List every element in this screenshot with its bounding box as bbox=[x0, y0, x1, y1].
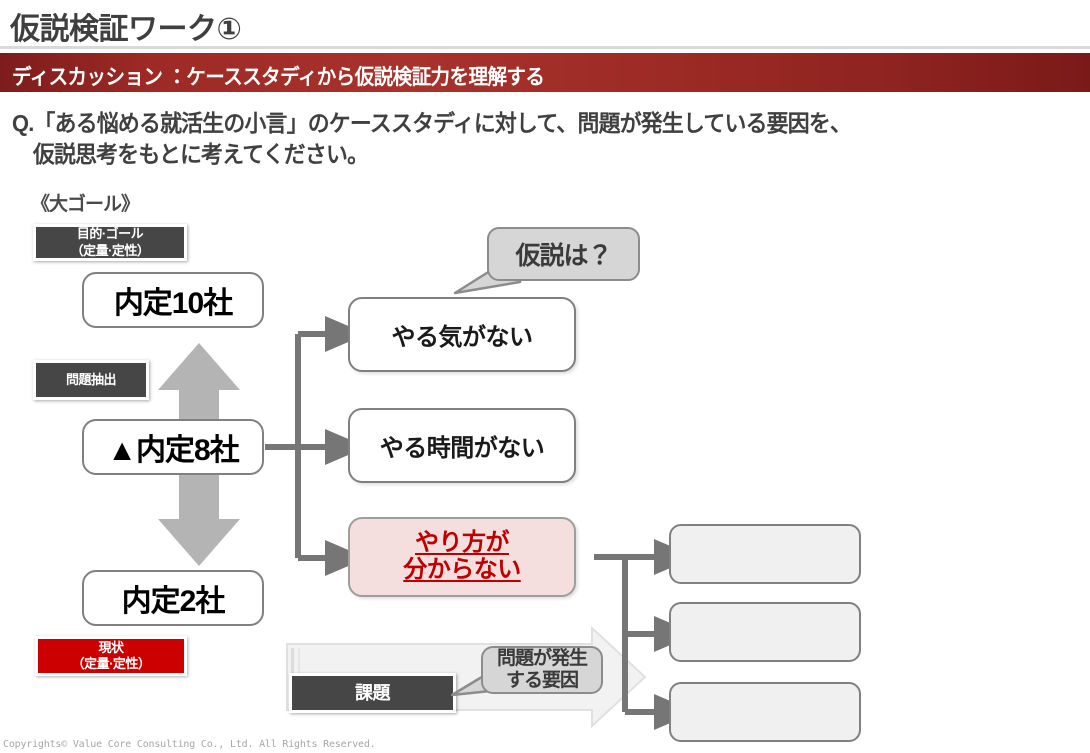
bubble-root-cause-line2: する要因 bbox=[505, 670, 579, 691]
question-line-1: Q.「ある悩める就活生の小言」のケーススタディに対して、問題が発生している要因を… bbox=[12, 110, 852, 136]
title-divider bbox=[0, 46, 1090, 49]
bubble-root-cause-line1: 問題が発生 bbox=[496, 648, 588, 670]
page-title: 仮説検証ワーク① bbox=[10, 13, 242, 46]
bubble-hypothesis-label: 仮説は？ bbox=[515, 242, 612, 270]
tag-purpose-goal-line1: 目的·ゴール bbox=[76, 226, 144, 242]
cause-box-dont-know-how: やり方が 分からない bbox=[348, 517, 576, 597]
state-box-gap-label: ▲内定8社 bbox=[107, 434, 239, 467]
answer-box-2[interactable] bbox=[669, 602, 861, 662]
question-text: Q.「ある悩める就活生の小言」のケーススタディに対して、問題が発生している要因を… bbox=[12, 108, 1000, 170]
section-banner: ディスカッション ：ケーススタディから仮説検証力を理解する bbox=[0, 53, 1090, 92]
tag-current-status-line2: （定量·定性） bbox=[71, 656, 151, 671]
tag-problem-extraction: 問題抽出 bbox=[33, 360, 149, 400]
cause-box-no-motivation: やる気がない bbox=[348, 297, 576, 372]
tag-current-status: 現状 （定量·定性） bbox=[35, 636, 187, 676]
state-box-actual: 内定2社 bbox=[82, 570, 264, 626]
cause-box-dont-know-how-line1: やり方が bbox=[415, 529, 509, 557]
tag-purpose-goal: 目的·ゴール （定量·定性） bbox=[33, 224, 187, 261]
cause-box-no-time: やる時間がない bbox=[348, 408, 576, 483]
tag-problem-extraction-line1: 問題抽出 bbox=[65, 371, 117, 387]
gap-up-arrow bbox=[158, 343, 240, 424]
cause-box-no-motivation-label: やる気がない bbox=[391, 324, 534, 351]
tag-issue-label: 課題 bbox=[355, 682, 391, 703]
copyright-footer: Copyrights© Value Core Consulting Co., L… bbox=[3, 739, 376, 750]
gap-down-arrow bbox=[158, 470, 240, 566]
answer-box-3[interactable] bbox=[669, 682, 861, 742]
state-box-gap: ▲内定8社 bbox=[82, 419, 264, 475]
state-box-target: 内定10社 bbox=[82, 272, 264, 328]
answer-box-1[interactable] bbox=[669, 524, 861, 584]
bubble-hypothesis: 仮説は？ bbox=[487, 227, 640, 281]
tag-purpose-goal-line2: （定量·定性） bbox=[70, 242, 150, 258]
cause-box-dont-know-how-line2: 分からない bbox=[403, 556, 521, 583]
cause-box-no-time-label: やる時間がない bbox=[379, 435, 545, 462]
bubble-root-cause: 問題が発生 する要因 bbox=[481, 646, 603, 694]
tag-issue: 課題 bbox=[289, 673, 456, 713]
state-box-actual-label: 内定2社 bbox=[121, 585, 226, 618]
big-goal-label: 《大ゴール》 bbox=[31, 194, 140, 215]
section-banner-label: ディスカッション ：ケーススタディから仮説検証力を理解する bbox=[12, 66, 545, 89]
tag-current-status-line1: 現状 bbox=[98, 639, 124, 655]
state-box-target-label: 内定10社 bbox=[113, 287, 233, 320]
question-line-2: 仮説思考をもとに考えてください。 bbox=[32, 141, 369, 168]
